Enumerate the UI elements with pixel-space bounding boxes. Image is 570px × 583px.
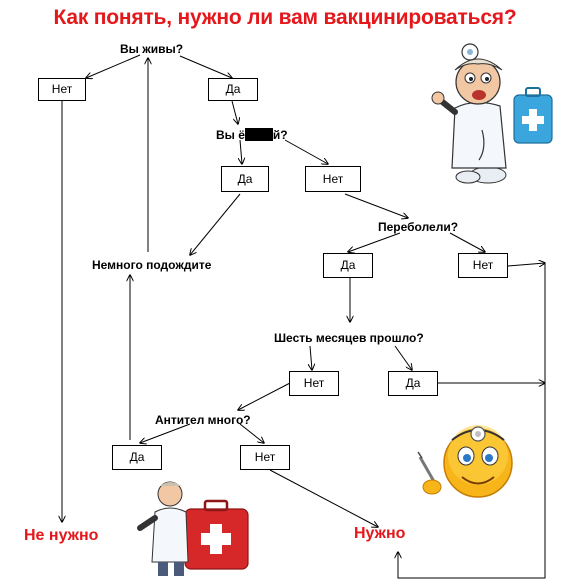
- arrow-antibodies-to-yes: [140, 423, 191, 443]
- box-had-yes: Да: [323, 253, 373, 278]
- arrow-r-yes-to-wait: [190, 193, 241, 255]
- arrow-six-to-no: [310, 345, 312, 370]
- question-wait: Немного подождите: [92, 258, 212, 272]
- arrow-six-to-yes: [394, 345, 412, 370]
- arrow-redacted-to-yes: [240, 139, 242, 164]
- question-redacted: Вы ё й?: [216, 128, 288, 142]
- arrow-alive-to-no: [86, 54, 141, 78]
- question-had-covid: Переболели?: [378, 220, 459, 234]
- question-redacted-prefix: Вы ё: [216, 128, 245, 142]
- arrow-alive-to-yes: [179, 55, 232, 78]
- box-redacted-yes: Да: [221, 166, 269, 192]
- box-alive-no: Нет: [38, 78, 86, 101]
- arrow-had-to-yes: [348, 232, 401, 252]
- question-six-months: Шесть месяцев прошло?: [274, 331, 424, 345]
- box-six-yes: Да: [388, 371, 438, 396]
- result-needed: Нужно: [354, 525, 406, 542]
- box-alive-yes: Да: [208, 78, 258, 101]
- redaction-bar: [244, 128, 273, 141]
- arrow-had-to-no: [449, 232, 485, 252]
- arrow-six-no-to-antibodies: [238, 382, 291, 410]
- small-doctor-illustration: [137, 481, 249, 576]
- question-alive: Вы живы?: [120, 42, 184, 56]
- box-six-no: Нет: [289, 371, 339, 396]
- box-had-no: Нет: [458, 253, 508, 278]
- box-antibodies-no: Нет: [240, 445, 290, 470]
- doctor-with-kit-illustration: [431, 43, 553, 184]
- arrow-r-no-to-had: [344, 193, 408, 218]
- arrow-redacted-to-no: [284, 139, 328, 164]
- result-not-needed: Не нужно: [24, 527, 99, 544]
- box-redacted-no: Нет: [305, 166, 361, 192]
- flow-arrows: [62, 54, 546, 579]
- arrow-ab-no-to-needed: [269, 469, 378, 527]
- smiley-doctor-illustration: [417, 425, 513, 498]
- arrow-had-no-to-right: [507, 263, 545, 266]
- arrow-yes-to-redacted: [231, 100, 238, 124]
- arrow-antibodies-to-no: [239, 423, 264, 443]
- question-redacted-suffix: й?: [272, 128, 288, 142]
- question-antibodies: Антител много?: [155, 413, 251, 427]
- arrow-right-to-needed: [398, 263, 546, 579]
- box-antibodies-yes: Да: [112, 445, 162, 470]
- page-title: Как понять, нужно ли вам вакцинироваться…: [53, 6, 517, 29]
